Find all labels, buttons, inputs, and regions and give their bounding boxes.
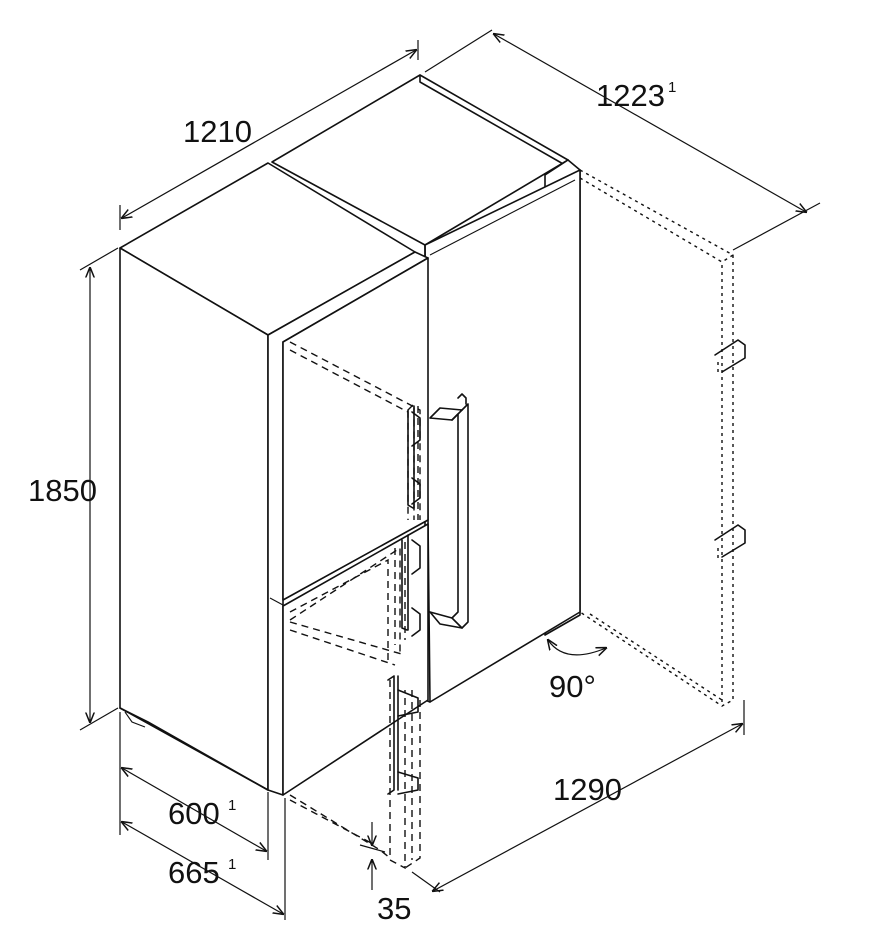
- dim-depth-total: [122, 798, 285, 920]
- dim-depth-doors-open: [424, 29, 821, 251]
- dim-width-total: [120, 40, 418, 230]
- door-angle-indicator: [548, 640, 606, 655]
- label-width-doors-open: 1290: [553, 772, 622, 807]
- label-depth-total-note: 1: [228, 856, 236, 873]
- left-unit: [119, 162, 429, 796]
- label-depth-doors-open-note: 1: [668, 79, 676, 96]
- left-unit-lower-door: [282, 523, 429, 796]
- left-door-handles: [387, 405, 421, 795]
- dim-height: [79, 247, 119, 731]
- label-depth-body-note: 1: [228, 797, 236, 814]
- label-depth-doors-open: 1223: [596, 78, 665, 113]
- left-unit-side: [119, 247, 269, 791]
- label-depth-body: 600: [168, 796, 220, 831]
- label-door-gap: 35: [377, 891, 411, 926]
- dim-width-doors-open: [411, 700, 744, 893]
- label-height: 1850: [28, 473, 97, 508]
- opened-right-door-dotted: [579, 169, 746, 707]
- dim-door-gap: [359, 822, 386, 890]
- right-door-handle: [429, 393, 469, 629]
- label-width-total: 1210: [183, 114, 252, 149]
- right-unit-door: [424, 169, 581, 703]
- label-door-angle: 90°: [549, 669, 596, 704]
- label-depth-total: 665: [168, 855, 220, 890]
